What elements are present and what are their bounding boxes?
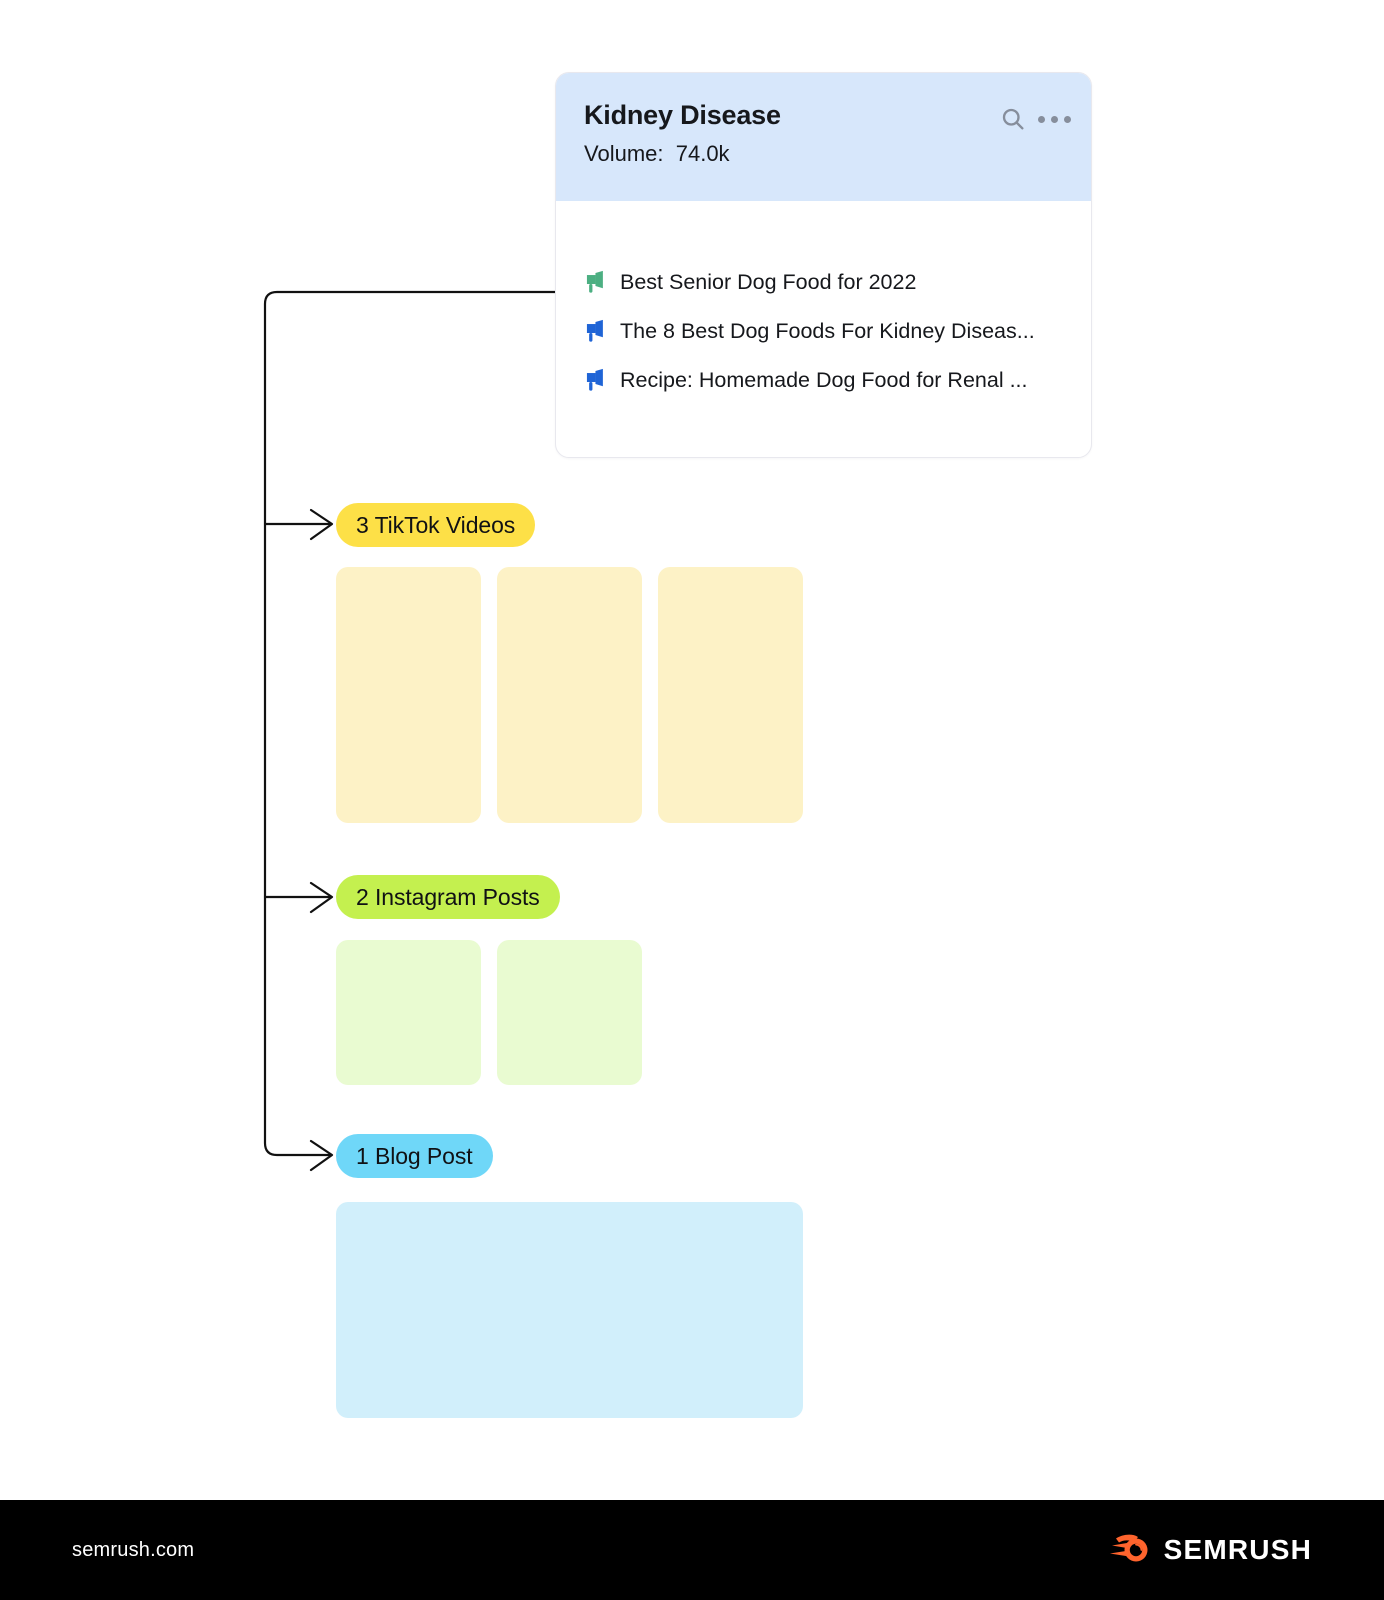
keyword-card-header: Kidney Disease Volume: 74.0k	[556, 73, 1091, 201]
list-item-label: The 8 Best Dog Foods For Kidney Diseas..…	[620, 318, 1035, 343]
list-item[interactable]: The 8 Best Dog Foods For Kidney Diseas..…	[556, 306, 1091, 355]
badge-tiktok-videos[interactable]: 3 TikTok Videos	[336, 503, 536, 547]
list-item-label: Best Senior Dog Food for 2022	[620, 269, 917, 294]
semrush-wordmark: SEMRUSH	[1163, 1534, 1312, 1565]
page-title: Kidney Disease	[584, 100, 781, 130]
instagram-post-placeholder[interactable]	[336, 940, 481, 1085]
search-icon[interactable]	[999, 105, 1027, 138]
semrush-comet-logo-icon	[1109, 1534, 1148, 1562]
list-item[interactable]: Recipe: Homemade Dog Food for Renal ...	[556, 355, 1091, 404]
keyword-card-list: Best Senior Dog Food for 2022 The 8 Best…	[556, 201, 1091, 404]
tiktok-video-placeholder[interactable]	[336, 567, 481, 823]
megaphone-icon	[586, 368, 603, 391]
megaphone-icon	[586, 270, 603, 293]
keyword-volume-value: 74.0k	[675, 141, 730, 166]
footer-url: semrush.com	[72, 1538, 195, 1561]
list-item[interactable]: Best Senior Dog Food for 2022	[556, 257, 1091, 306]
more-options-icon[interactable]	[1032, 105, 1077, 133]
megaphone-icon	[586, 319, 603, 342]
list-item-label: Recipe: Homemade Dog Food for Renal ...	[620, 367, 1028, 392]
tiktok-video-placeholder[interactable]	[658, 567, 803, 823]
footer-bar: semrush.com SEMRUSH	[0, 1500, 1384, 1600]
blog-post-placeholder[interactable]	[336, 1202, 803, 1418]
keyword-volume-label: Volume:	[584, 141, 664, 166]
badge-blog-post[interactable]: 1 Blog Post	[336, 1134, 493, 1178]
badge-instagram-posts[interactable]: 2 Instagram Posts	[336, 875, 560, 919]
semrush-logo: SEMRUSH	[1109, 1531, 1312, 1569]
tiktok-video-placeholder[interactable]	[497, 567, 642, 823]
instagram-post-placeholder[interactable]	[497, 940, 642, 1085]
keyword-card[interactable]: Kidney Disease Volume: 74.0k	[555, 72, 1092, 458]
keyword-volume: Volume: 74.0k	[584, 141, 1063, 167]
